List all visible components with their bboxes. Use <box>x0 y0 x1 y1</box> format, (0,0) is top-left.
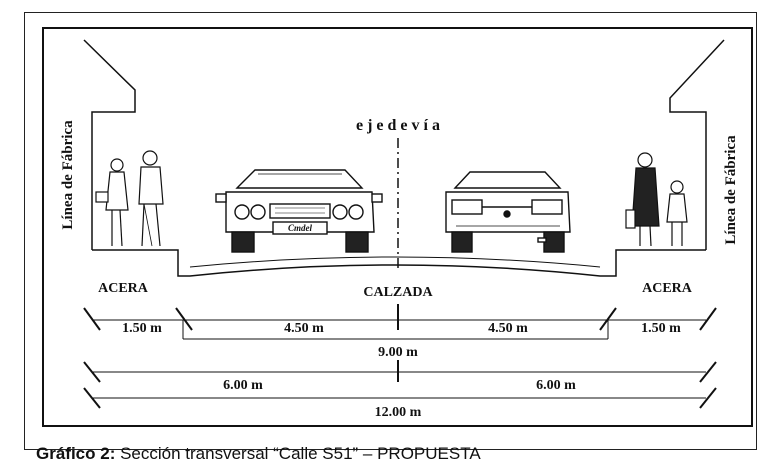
right-building-outline <box>669 39 725 250</box>
dim-calzada-total: 9.00 m <box>378 345 418 360</box>
dim-half-right: 6.00 m <box>536 378 576 393</box>
dim-lane-left: 4.50 m <box>284 321 324 336</box>
calzada-label: CALZADA <box>363 285 433 300</box>
figure-caption: Gráfico 2: Sección transversal “Calle S5… <box>36 444 481 464</box>
dim-acera-right: 1.50 m <box>641 321 681 336</box>
acera-right-label: ACERA <box>642 281 693 296</box>
left-building-outline <box>83 39 136 250</box>
drawing-frame <box>42 27 753 427</box>
car-plate: Cmdel <box>288 223 312 233</box>
dimension-lines <box>83 304 717 409</box>
car-front <box>215 169 383 253</box>
axis-label: e j e d e v í a <box>356 117 440 134</box>
dim-total: 12.00 m <box>375 405 422 420</box>
acera-left-label: ACERA <box>98 281 149 296</box>
outer-frame <box>24 12 757 450</box>
dim-acera-left: 1.50 m <box>122 321 162 336</box>
fabrica-left-label: Línea de Fábrica <box>60 120 76 230</box>
car-rear <box>445 171 571 253</box>
road-profile <box>92 249 706 277</box>
fabrica-right-label: Línea de Fábrica <box>723 135 739 245</box>
dim-half-left: 6.00 m <box>223 378 263 393</box>
caption-prefix: Gráfico 2: <box>36 444 116 463</box>
road-surface-line <box>189 256 601 268</box>
pedestrians-right <box>625 152 688 247</box>
dim-lane-right: 4.50 m <box>488 321 528 336</box>
pedestrians-left <box>95 150 164 247</box>
caption-text: Sección transversal “Calle S51” – PROPUE… <box>115 444 481 463</box>
